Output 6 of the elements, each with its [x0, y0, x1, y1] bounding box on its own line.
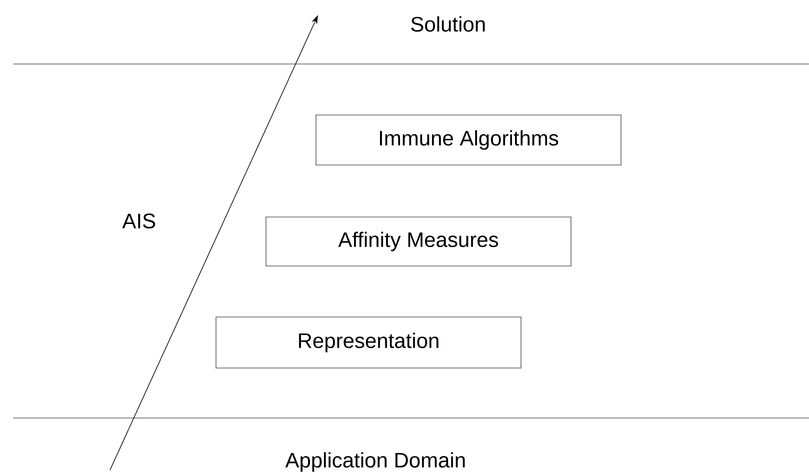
layer-label: Application Domain: [285, 452, 465, 472]
layer-box: Affinity Measures: [266, 216, 572, 266]
layer-label: AIS: [122, 214, 156, 228]
layer-box: Immune Algorithms: [316, 114, 622, 166]
layer-box: Representation: [216, 316, 522, 368]
layer-label: Solution: [411, 16, 485, 32]
